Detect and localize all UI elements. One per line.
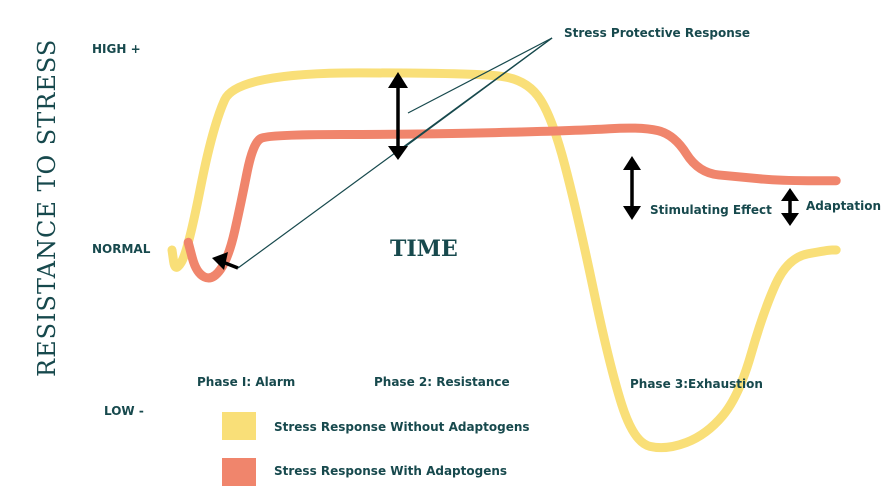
stimulating-arrow-head-up [623,156,641,170]
adaptation-arrow-head-down [781,213,799,226]
alarm-arrow-head [212,252,228,270]
legend-label-without-adaptogens: Stress Response Without Adaptogens [274,420,530,434]
protective-arrow-head-up [388,72,408,88]
legend-swatch-with-adaptogens [222,458,256,486]
protective-arrow-head-down [388,146,408,160]
y-tick-high: HIGH + [92,42,141,56]
legend-label-with-adaptogens: Stress Response With Adaptogens [274,464,508,478]
adaptation-arrow-head-up [781,188,799,201]
annotation-stimulating-effect: Stimulating Effect [650,203,772,217]
series-line-0 [167,68,841,453]
protective-pointer-line [407,37,553,114]
phase-label-resistance: Phase 2: Resistance [374,375,510,389]
legend-swatch-without-adaptogens [222,412,256,440]
annotation-protective-response: Stress Protective Response [564,26,751,40]
y-tick-low: LOW - [104,404,144,418]
series-line-1 [183,123,841,283]
stimulating-arrow-head-down [623,206,641,220]
x-axis-label: TIME [390,236,458,262]
annotation-adaptation: Adaptation [806,199,882,213]
phase-label-alarm: Phase I: Alarm [197,375,296,389]
y-axis-label: RESISTANCE TO STRESS [33,38,61,377]
phase-label-exhaustion: Phase 3:Exhaustion [630,377,763,391]
y-tick-normal: NORMAL [92,242,151,256]
